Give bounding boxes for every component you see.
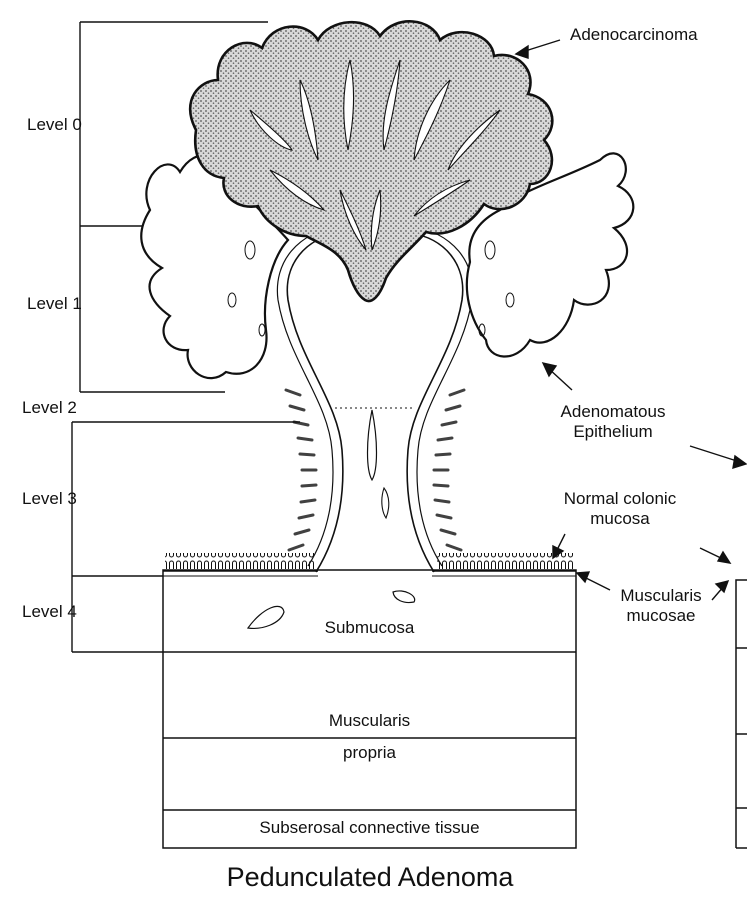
level-1-label: Level 1: [27, 294, 82, 314]
bowel-wall: [163, 570, 576, 848]
normal-mucosa: [163, 553, 576, 576]
submucosa-label: Submucosa: [163, 618, 576, 638]
adjacent-diagram-edge: [736, 580, 747, 848]
adenomatous-label-line1: Adenomatous: [548, 402, 678, 422]
level-4-label: Level 4: [22, 602, 77, 622]
adenocarcinoma-label: Adenocarcinoma: [570, 25, 698, 45]
muscularis-propria-label-line1: Muscularis: [163, 711, 576, 731]
level-0-label: Level 0: [27, 115, 82, 135]
muscularis-propria-label-line2: propria: [163, 743, 576, 763]
adenomatous-label-line2: Epithelium: [548, 422, 678, 442]
level-2-label: Level 2: [22, 398, 77, 418]
normal-mucosa-label-line1: Normal colonic: [540, 489, 700, 509]
normal-mucosa-label-line2: mucosa: [540, 509, 700, 529]
diagram-title: Pedunculated Adenoma: [190, 862, 550, 893]
subserosal-label: Subserosal connective tissue: [163, 818, 576, 838]
muscularis-mucosae-label-line1: Muscularis: [596, 586, 726, 606]
muscularis-mucosae-label-line2: mucosae: [596, 606, 726, 626]
level-3-label: Level 3: [22, 489, 77, 509]
